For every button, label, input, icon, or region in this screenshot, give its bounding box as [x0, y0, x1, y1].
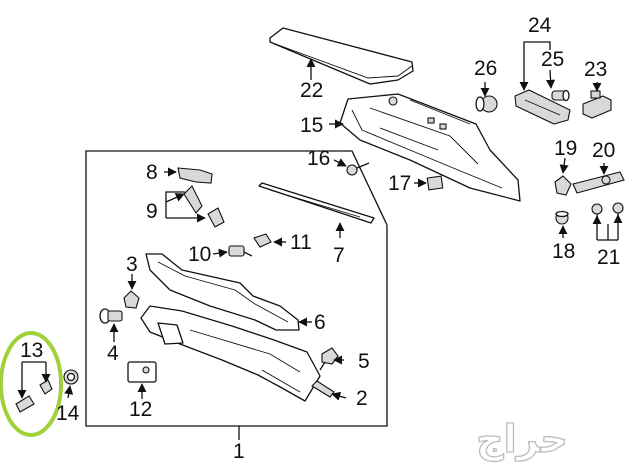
- callout-12: 12: [129, 398, 152, 421]
- callout-1: 1: [233, 440, 245, 463]
- callout-7: 7: [333, 244, 345, 267]
- callout-9: 9: [146, 200, 158, 223]
- watermark-text: حراج: [476, 417, 567, 461]
- part-26-clip: [475, 95, 498, 113]
- callout-4: 4: [107, 342, 119, 365]
- part-10-damper: [228, 245, 253, 257]
- callout-14: 14: [56, 402, 80, 425]
- part-20-rod: [572, 171, 625, 194]
- part-18-bumper: [555, 210, 569, 225]
- part-12-lock: [127, 361, 157, 383]
- part-16-screw: [346, 162, 370, 176]
- callout-18: 18: [552, 240, 575, 263]
- part-3-clip: [123, 290, 140, 309]
- part-7-strut: [258, 182, 375, 224]
- callout-24: 24: [528, 14, 552, 37]
- callout-15: 15: [300, 114, 323, 137]
- part-14-grommet: [63, 369, 79, 385]
- callout-21: 21: [597, 246, 620, 269]
- part-1-door: [140, 305, 321, 402]
- part-11-retainer: [253, 233, 272, 248]
- part-17-pad: [426, 175, 444, 191]
- callout-25: 25: [541, 48, 564, 71]
- part-5-bolt: [319, 347, 339, 371]
- part-19-latch: [554, 175, 572, 196]
- callout-20: 20: [592, 139, 615, 162]
- callout-16: 16: [307, 147, 330, 170]
- part-2-pin: [311, 380, 335, 398]
- part-24-handle: [514, 89, 571, 125]
- callout-8: 8: [146, 161, 158, 184]
- callout-11: 11: [290, 231, 312, 254]
- callout-19: 19: [554, 137, 577, 160]
- part-23-bracket: [582, 90, 612, 119]
- callout-23: 23: [584, 58, 607, 81]
- assembly-frame: [85, 150, 388, 427]
- callout-10: 10: [188, 243, 211, 266]
- callout-5: 5: [358, 350, 370, 373]
- callout-26: 26: [474, 57, 497, 80]
- callout-13: 13: [20, 339, 43, 362]
- part-9-brackets: [183, 185, 225, 228]
- callout-6: 6: [314, 311, 326, 334]
- part-8-clip: [177, 167, 213, 184]
- highlight-ring: [0, 331, 63, 437]
- part-4-bolt: [99, 308, 123, 324]
- leader-lines: [17, 41, 623, 440]
- part-15-upper-bin: [339, 93, 521, 202]
- part-25-pin: [551, 89, 570, 102]
- callout-3: 3: [126, 253, 138, 276]
- callout-22: 22: [300, 79, 323, 102]
- callout-17: 17: [388, 172, 411, 195]
- part-22-cover: [269, 27, 414, 85]
- callout-labels: 22 15 26 24 25 23 16 17 19 20 18 21 8 9 …: [20, 14, 620, 463]
- callout-2: 2: [356, 387, 368, 410]
